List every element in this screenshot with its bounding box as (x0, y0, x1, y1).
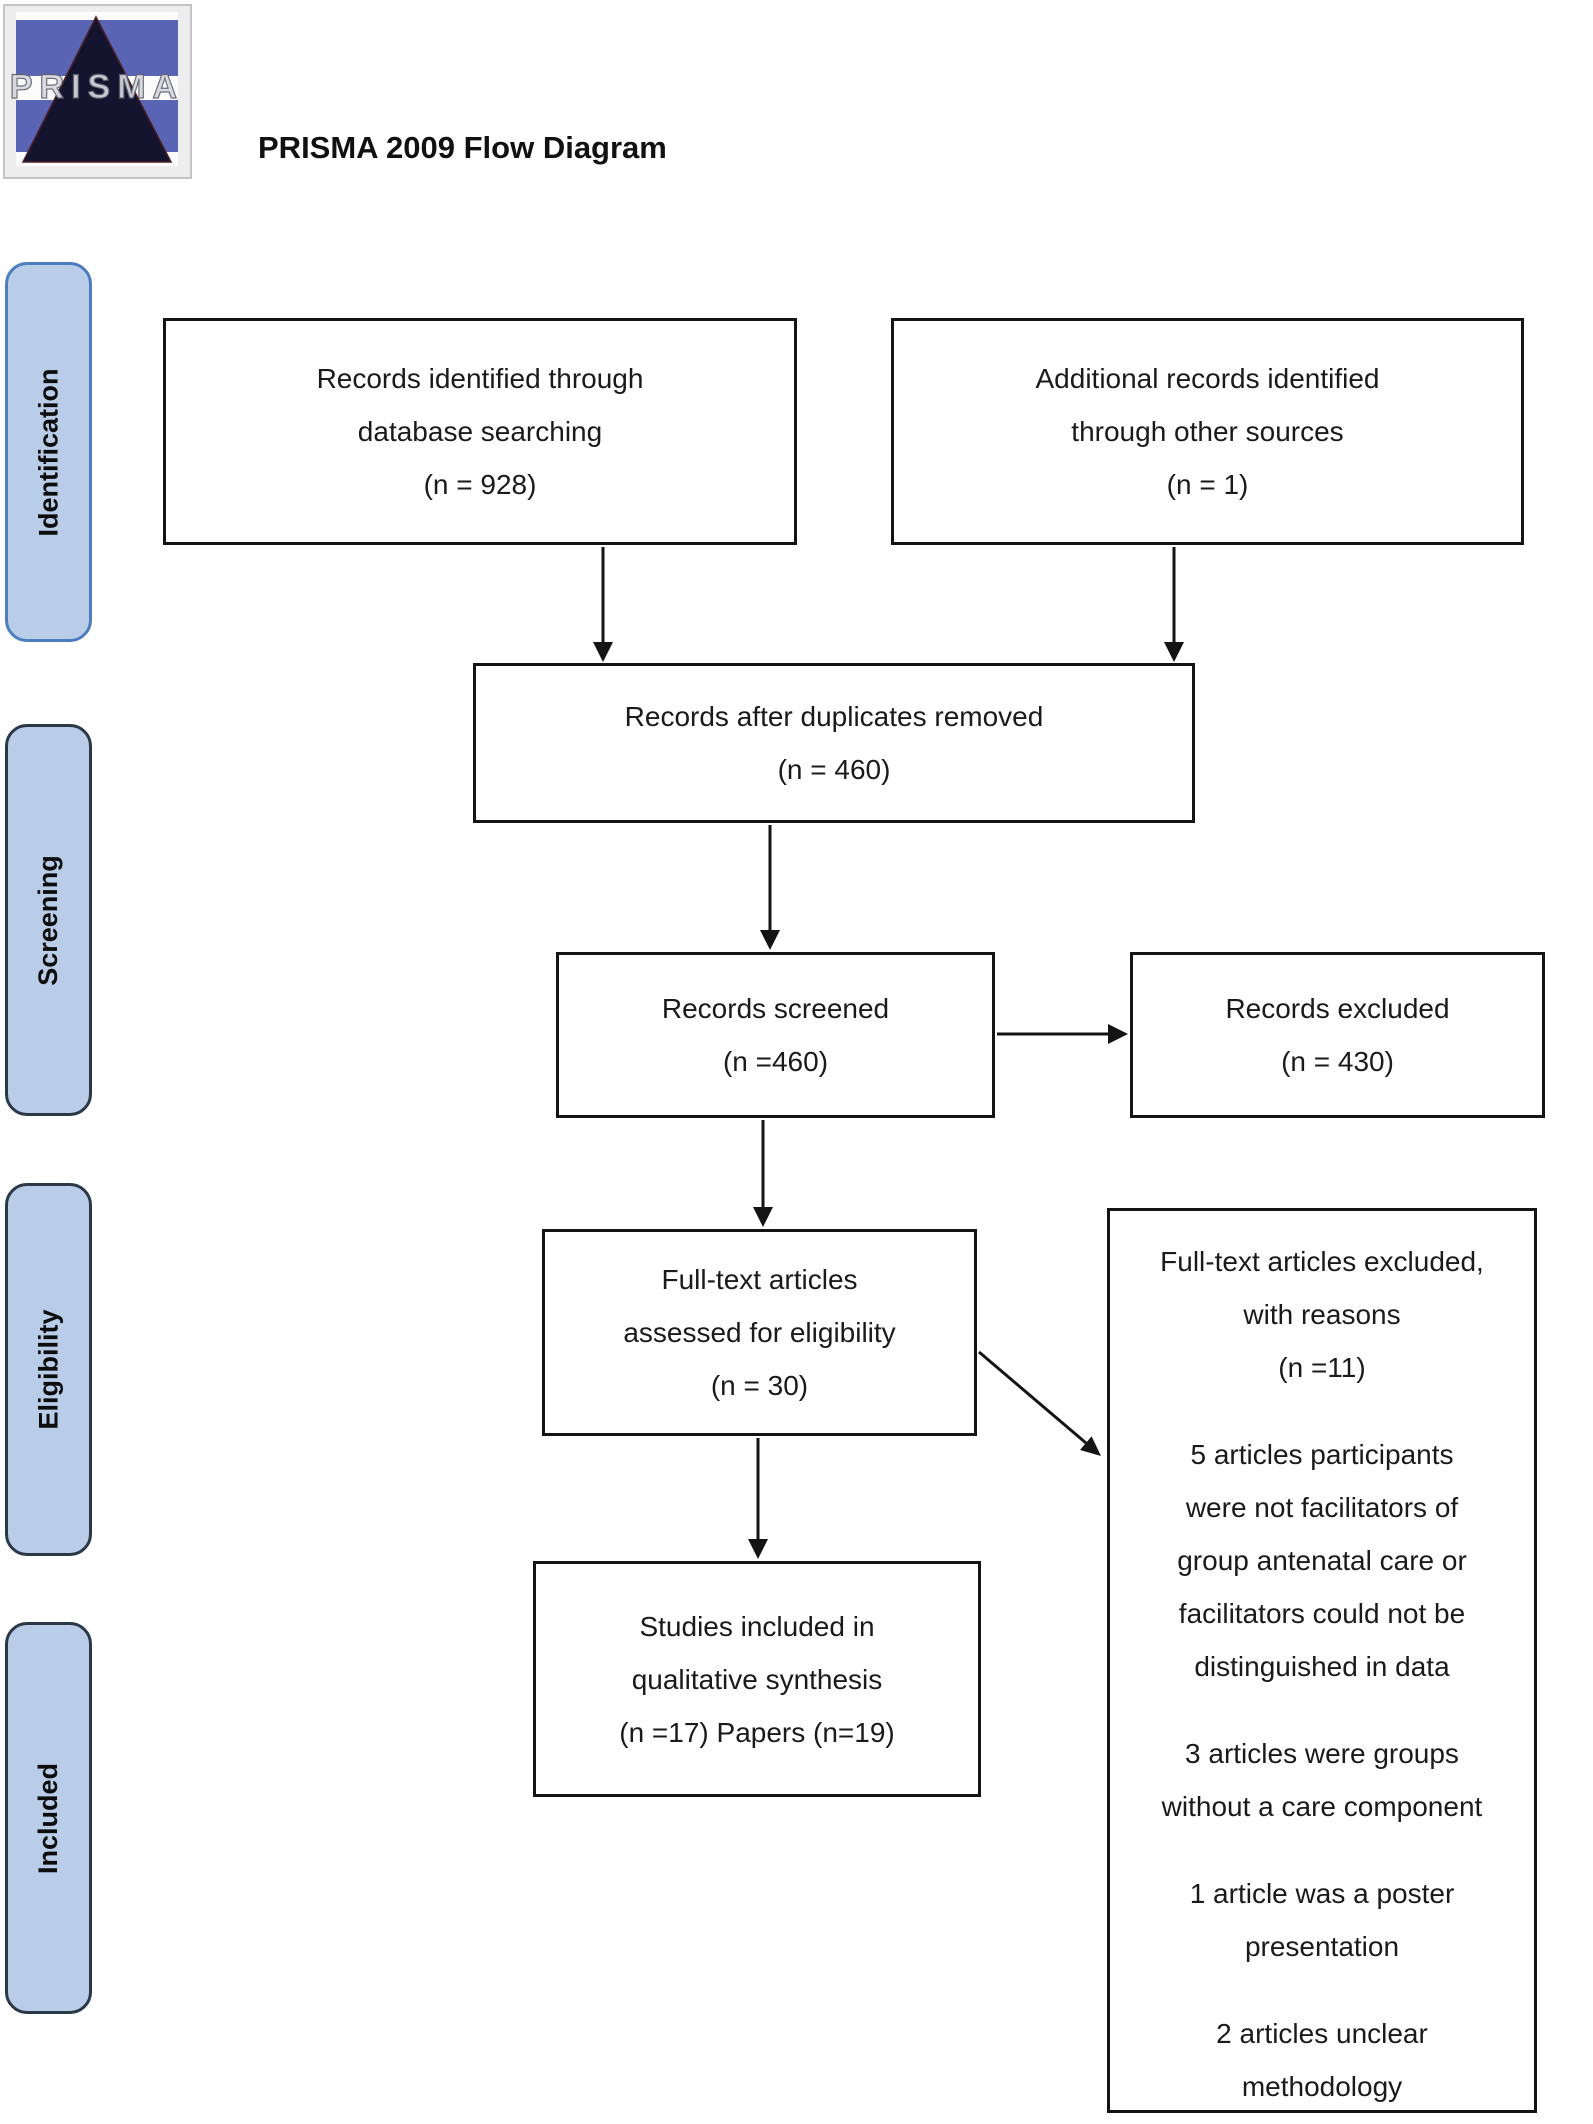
arrow-fulltext-to-excluded-reasons (978, 1350, 1101, 1456)
fulltext-excluded-reason-2: 3 articles were groups without a care co… (1161, 1738, 1483, 1822)
arrow-dedup-to-screened (760, 825, 780, 950)
box-records-identified: Records identified through database sear… (163, 318, 797, 545)
fulltext-excluded-reason-3: 1 article was a poster presentation (1189, 1878, 1455, 1962)
box-studies-included: Studies included in qualitative synthesi… (533, 1561, 981, 1797)
prisma-logo: PRISMA (3, 4, 192, 179)
fulltext-excluded-reason-4: 2 articles unclear methodology (1216, 2018, 1428, 2102)
arrow-other-to-dedup (1164, 547, 1184, 662)
box-fulltext-assessed: Full-text articles assessed for eligibil… (542, 1229, 977, 1436)
box-records-screened: Records screened (n =460) (556, 952, 995, 1118)
stage-label-identification: Identification (5, 262, 92, 642)
arrow-db-to-dedup (593, 547, 613, 662)
stage-label-eligibility: Eligibility (5, 1183, 92, 1556)
box-duplicates-removed: Records after duplicates removed (n = 46… (473, 663, 1195, 823)
fulltext-excluded-heading: Full-text articles excluded, with reason… (1160, 1246, 1484, 1383)
arrow-screened-to-excluded (997, 1024, 1128, 1044)
logo-triangle (21, 15, 173, 163)
fulltext-excluded-reason-1: 5 articles participants were not facilit… (1177, 1439, 1467, 1682)
box-records-excluded: Records excluded (n = 430) (1130, 952, 1545, 1118)
stage-label-included: Included (5, 1622, 92, 2014)
logo-text: PRISMA (10, 68, 184, 106)
box-additional-records: Additional records identified through ot… (891, 318, 1524, 545)
arrow-screened-to-fulltext (753, 1120, 773, 1227)
arrow-fulltext-to-included (748, 1438, 768, 1559)
stage-label-screening: Screening (5, 724, 92, 1116)
box-fulltext-excluded: Full-text articles excluded, with reason… (1107, 1208, 1537, 2113)
page-title: PRISMA 2009 Flow Diagram (258, 130, 667, 165)
